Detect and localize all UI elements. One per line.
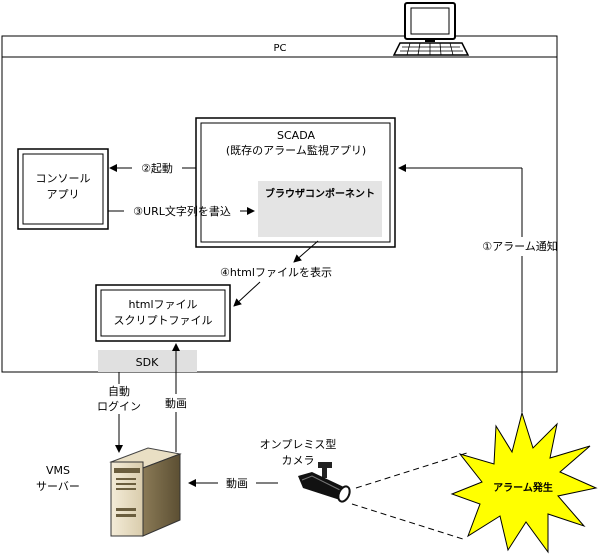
html-file-box: htmlファイル スクリプトファイル: [95, 284, 231, 342]
scada-line2: (既存のアラーム監視アプリ): [226, 143, 366, 157]
arrow-launch: ②起動: [109, 161, 196, 175]
console-line1: コンソール: [36, 172, 91, 185]
auto-login-line1: 自動: [108, 384, 130, 398]
arrow-alarm-notify: ①アラーム通知: [398, 164, 558, 412]
arrow-auto-login: 自動 ログイン: [97, 372, 141, 453]
arrow-write-url: ③URL文字列を書込: [108, 204, 255, 218]
alarm-notify-label: ①アラーム通知: [482, 239, 558, 253]
arrow-video-up: 動画: [165, 343, 187, 452]
alarm-label: アラーム発生: [493, 481, 553, 494]
write-url-label: ③URL文字列を書込: [133, 204, 231, 218]
vms-line2: サーバー: [36, 480, 80, 493]
show-html-label: ④htmlファイルを表示: [220, 265, 332, 279]
arrow-video-left: 動画: [188, 476, 278, 490]
browser-component-label: ブラウザコンポーネント: [265, 187, 375, 200]
scada-box: SCADA (既存のアラーム監視アプリ) ブラウザコンポーネント: [195, 117, 396, 248]
camera-view-lines: [351, 451, 471, 541]
pc-label: PC: [273, 43, 286, 54]
browser-component-box: [258, 181, 382, 237]
scada-line1: SCADA: [277, 129, 315, 142]
alarm-starburst: アラーム発生: [450, 411, 598, 554]
server-icon: [109, 447, 182, 537]
arrow-show-html: ④htmlファイルを表示: [220, 240, 332, 307]
video-left-label: 動画: [226, 476, 248, 490]
monitor-icon: [392, 2, 470, 56]
sdk-bar: SDK: [98, 350, 197, 372]
auto-login-line2: ログイン: [97, 399, 141, 413]
console-app-box: コンソール アプリ: [17, 148, 109, 230]
camera-line1: オンプレミス型: [260, 437, 337, 451]
vms-server-label: VMS サーバー: [36, 464, 80, 493]
html-line2: スクリプトファイル: [114, 314, 213, 327]
video-up-label: 動画: [165, 396, 187, 410]
vms-line1: VMS: [46, 464, 70, 477]
launch-label: ②起動: [141, 161, 173, 175]
sdk-label: SDK: [136, 356, 159, 369]
console-line2: アプリ: [47, 188, 80, 201]
camera-icon: [298, 462, 351, 503]
html-line1: htmlファイル: [128, 298, 197, 311]
camera-label: オンプレミス型 カメラ: [260, 437, 337, 467]
camera-line2: カメラ: [282, 454, 315, 467]
